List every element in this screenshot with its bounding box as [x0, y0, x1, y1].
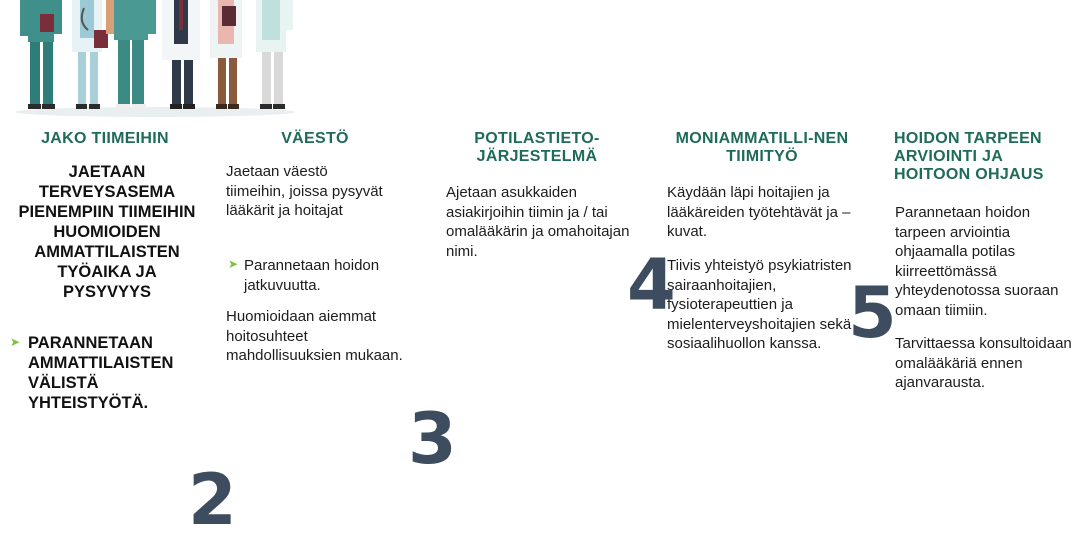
column-2-text-1: Jaetaan väestö tiimeihin, joissa pysyvät…	[226, 163, 383, 219]
step-number-2: 2	[188, 459, 237, 541]
step-number-4: 4	[627, 244, 676, 326]
column-4-text-2: Tiivis yhteistyö psykiatristen sairaanho…	[667, 257, 852, 352]
column-4-title: MONIAMMATILLI-NEN TIIMITYÖ	[675, 130, 849, 165]
step-number-5: 5	[848, 272, 897, 354]
medical-staff-illustration	[15, 0, 295, 117]
triangle-bullet-icon: ➤	[228, 257, 239, 271]
column-4-text-1: Käydään läpi hoitajien ja lääkäreiden ty…	[667, 184, 851, 240]
column-3-text-1: Ajetaan asukkaiden asiakirjoihin tiimin …	[446, 184, 630, 260]
column-1-title: JAKO TIIMEIHIN	[41, 130, 169, 147]
column-1-bullet-text: PARANNETAAN AMMATTILAISTEN VÄLISTÄ YHTEI…	[28, 334, 174, 412]
triangle-bullet-icon: ➤	[10, 335, 21, 349]
column-3-title: POTILASTIETO-JÄRJESTELMÄ	[474, 130, 600, 165]
column-5-text-1: Parannetaan hoidon tarpeen arviointia oh…	[895, 204, 1059, 319]
column-2-bullet-text: Parannetaan hoidon jatkuvuutta.	[244, 257, 380, 294]
column-5-text-2: Tarvittaessa konsultoidaan omalääkäriä e…	[895, 335, 1072, 391]
column-2-title: VÄESTÖ	[281, 130, 349, 147]
column-1-bold-text: JAETAAN TERVEYSASEMA PIENEMPIIN TIIMEIHI…	[18, 163, 196, 301]
column-2-text-2: Huomioidaan aiemmat hoitosuhteet mahdoll…	[226, 308, 403, 364]
step-number-3: 3	[408, 398, 457, 480]
column-5-title: HOIDON TARPEEN ARVIOINTI JA HOITOON OHJA…	[894, 130, 1044, 183]
